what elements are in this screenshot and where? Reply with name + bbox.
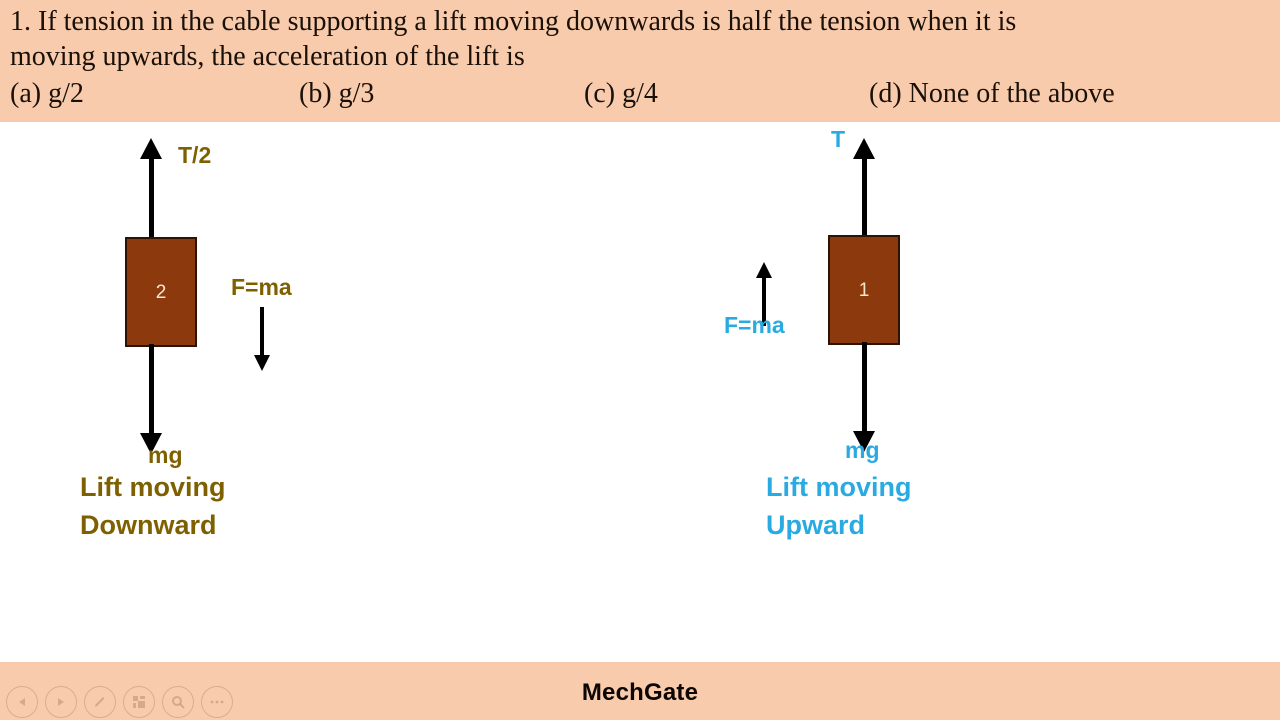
more-options-button[interactable] <box>201 686 233 718</box>
slide-grid-button[interactable] <box>123 686 155 718</box>
question-band: 1. If tension in the cable supporting a … <box>0 0 1280 122</box>
mass-block-right: 1 <box>828 235 900 345</box>
weight-arrow-right <box>853 342 875 452</box>
tension-label-right: T <box>831 126 846 152</box>
caption-line2-right: Upward <box>766 510 866 540</box>
answer-options: (a) g/2 (b) g/3 (c) g/4 (d) None of the … <box>0 78 1280 122</box>
ellipsis-icon <box>210 700 224 704</box>
question-line-2: moving upwards, the acceleration of the … <box>10 41 525 72</box>
weight-label-left: mg <box>148 442 183 468</box>
mass-block-left: 2 <box>125 237 197 347</box>
weight-label-right: mg <box>845 437 880 463</box>
caption-line1-left: Lift moving <box>80 472 226 502</box>
previous-slide-button[interactable] <box>6 686 38 718</box>
triangle-right-icon <box>58 698 64 706</box>
pen-tools-button[interactable] <box>84 686 116 718</box>
presenter-controls <box>6 686 233 718</box>
mass-block-label-right: 1 <box>858 279 870 301</box>
triangle-left-icon <box>19 698 25 706</box>
option-c[interactable]: (c) g/4 <box>584 78 658 109</box>
caption-line1-right: Lift moving <box>766 472 912 502</box>
tension-arrow-right <box>853 138 875 244</box>
mass-block-label-left: 2 <box>155 281 167 303</box>
force-label-left: F=ma <box>231 274 292 300</box>
option-b[interactable]: (b) g/3 <box>299 78 375 109</box>
free-body-diagram-lift-upward: T 1 mg F=ma Lift moving Upward <box>700 122 1140 562</box>
free-body-diagram-lift-downward: T/2 2 mg F=ma Lift moving Downward <box>20 122 460 562</box>
magnifier-icon <box>172 696 185 709</box>
option-a[interactable]: (a) g/2 <box>10 78 84 109</box>
tension-arrow-left <box>140 138 162 244</box>
caption-line2-left: Downward <box>80 510 217 540</box>
next-slide-button[interactable] <box>45 686 77 718</box>
force-arrow-right <box>756 262 772 326</box>
question-line-1: 1. If tension in the cable supporting a … <box>10 6 1017 37</box>
zoom-slide-button[interactable] <box>162 686 194 718</box>
force-label-right: F=ma <box>724 312 785 338</box>
tension-label-left: T/2 <box>178 142 212 168</box>
diagram-area: T/2 2 mg F=ma Lift moving Downward <box>0 122 1280 662</box>
force-arrow-left <box>254 307 270 371</box>
watermark-mechgate: MechGate <box>581 679 699 706</box>
pen-icon <box>95 697 105 707</box>
option-d[interactable]: (d) None of the above <box>869 78 1115 109</box>
grid-icon <box>133 696 145 708</box>
weight-arrow-left <box>140 344 162 454</box>
